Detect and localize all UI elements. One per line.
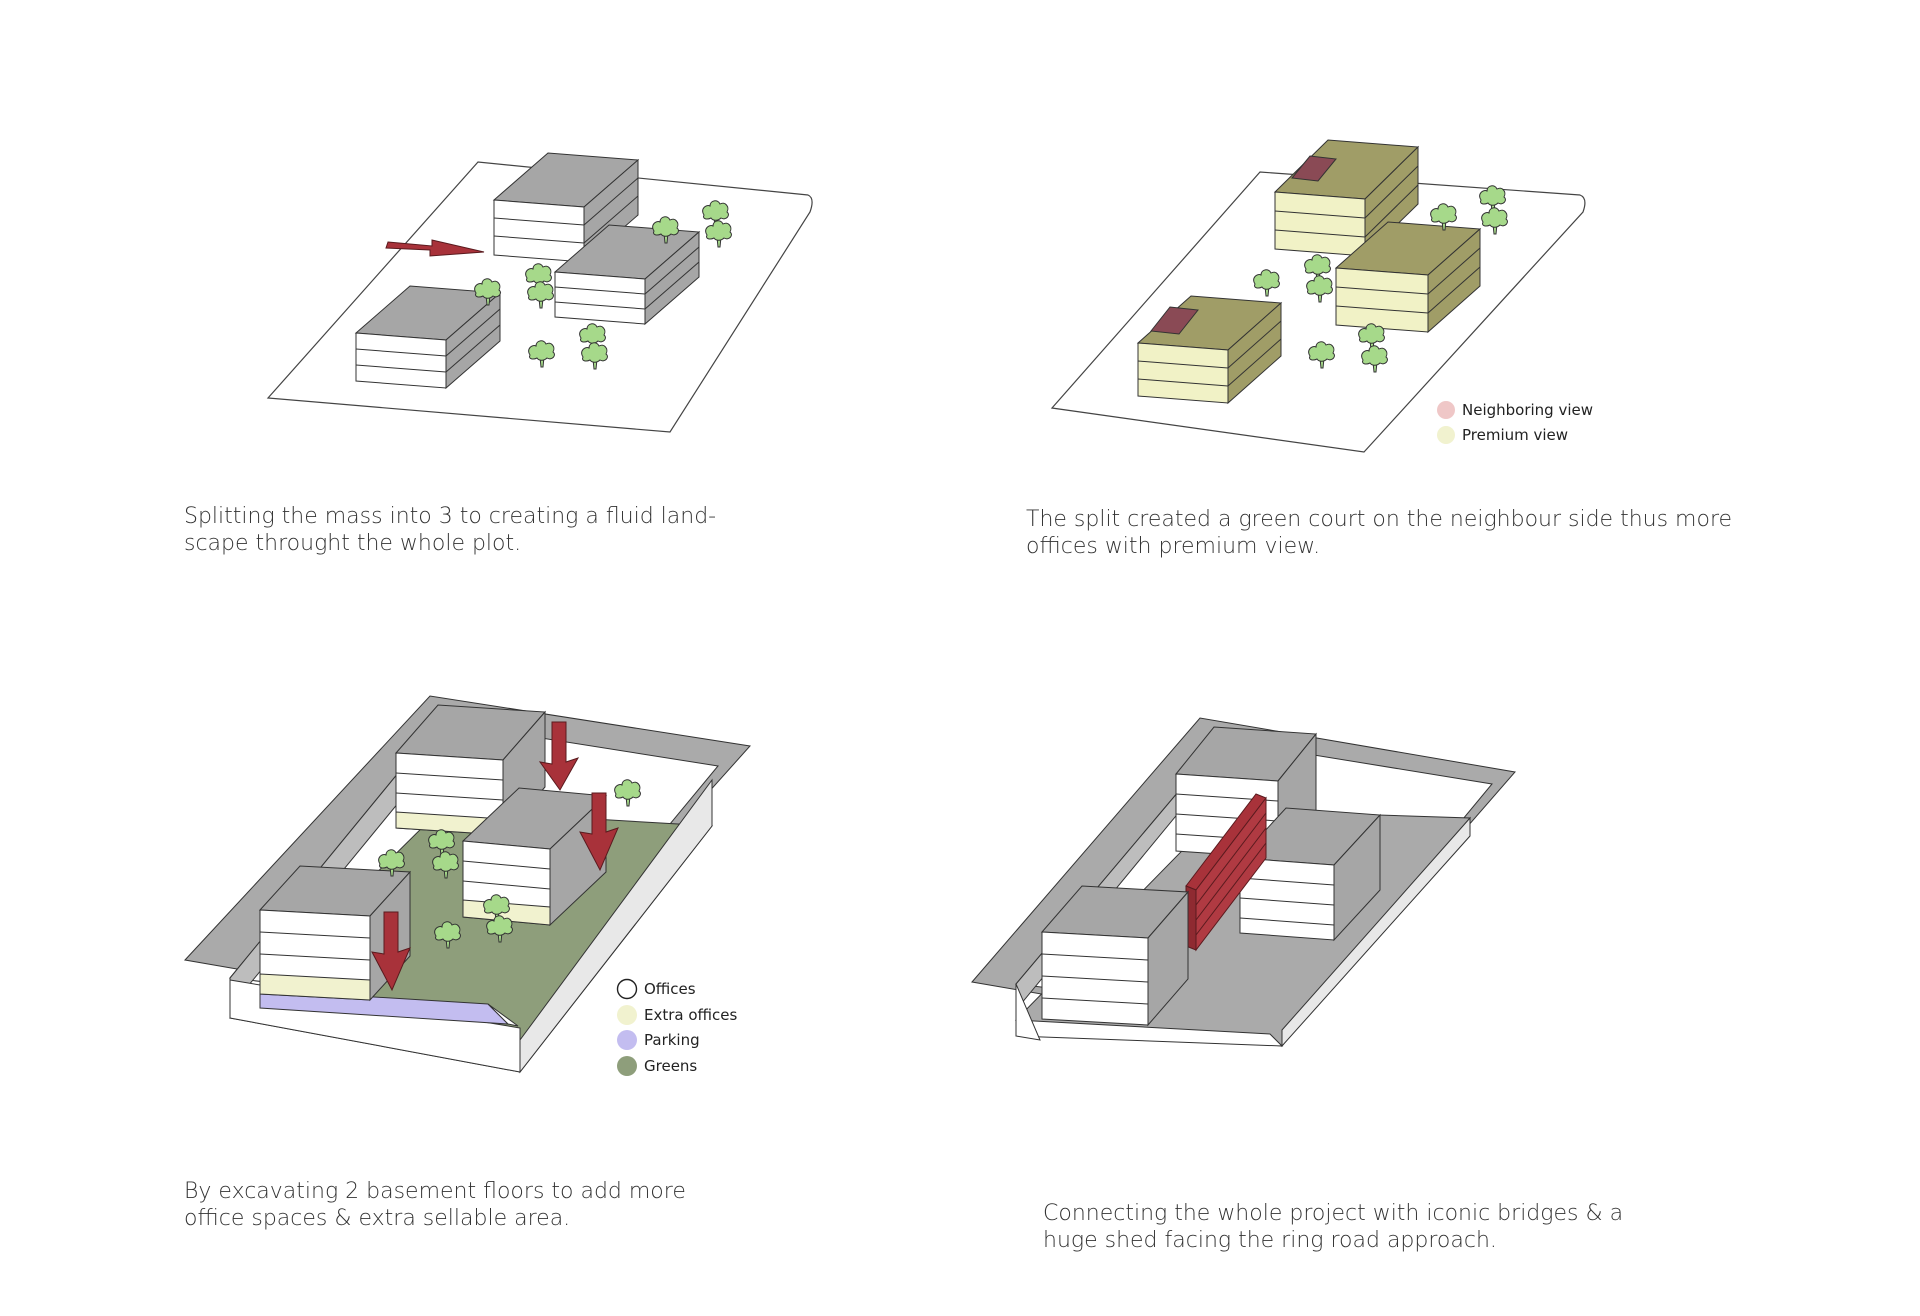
- building-block: [1238, 807, 1382, 942]
- legend-swatch: [617, 1005, 637, 1025]
- diagram-split-mass: [266, 152, 813, 433]
- caption-line: offices with premium view.: [1026, 534, 1321, 559]
- legend-swatch: [617, 1030, 637, 1050]
- legend-label: Neighboring view: [1462, 401, 1594, 419]
- legend-label: Extra offices: [644, 1006, 738, 1024]
- building-block: [354, 285, 502, 390]
- caption-premium-view: The split created a green court on the n…: [1026, 506, 1732, 560]
- legend-label: Greens: [644, 1057, 698, 1075]
- caption-line: The split created a green court on the n…: [1026, 507, 1733, 532]
- caption-line: Splitting the mass into 3 to creating a …: [184, 504, 717, 529]
- diagram-premium-view: [1050, 139, 1586, 453]
- caption-line: Connecting the whole project with iconic…: [1043, 1201, 1624, 1226]
- building-block: [461, 787, 608, 927]
- building-block: [1136, 295, 1283, 405]
- legend-label: Premium view: [1462, 426, 1569, 444]
- excavation-arrow: [371, 911, 411, 992]
- building-block: [1273, 139, 1420, 258]
- excavation-arrow: [538, 721, 580, 791]
- legend-swatch: [616, 978, 638, 1000]
- caption-line: office spaces & extra sellable area.: [184, 1206, 571, 1231]
- legend-swatch: [1437, 401, 1455, 419]
- building-block: [1040, 885, 1190, 1027]
- caption-excavation: By excavating 2 basement floors to add m…: [184, 1178, 686, 1232]
- caption-line: huge shed facing the ring road approach.: [1043, 1228, 1497, 1253]
- legend-label: Offices: [644, 980, 696, 998]
- building-block: [1334, 221, 1482, 334]
- diagram-bridges-shed: [971, 717, 1516, 1048]
- caption-line: scape throught the whole plot.: [184, 531, 522, 556]
- legend-swatch: [617, 1056, 637, 1076]
- building-block: [258, 865, 412, 1002]
- building-block: [553, 224, 701, 326]
- caption-split-mass: Splitting the mass into 3 to creating a …: [184, 503, 716, 557]
- caption-bridges-shed: Connecting the whole project with iconic…: [1043, 1200, 1623, 1254]
- direction-arrow: [385, 239, 485, 257]
- legend-label: Parking: [644, 1031, 700, 1049]
- diagram-excavation: [184, 695, 751, 1074]
- caption-line: By excavating 2 basement floors to add m…: [184, 1179, 686, 1204]
- excavation-arrow: [579, 792, 619, 872]
- legend-swatch: [1437, 426, 1455, 444]
